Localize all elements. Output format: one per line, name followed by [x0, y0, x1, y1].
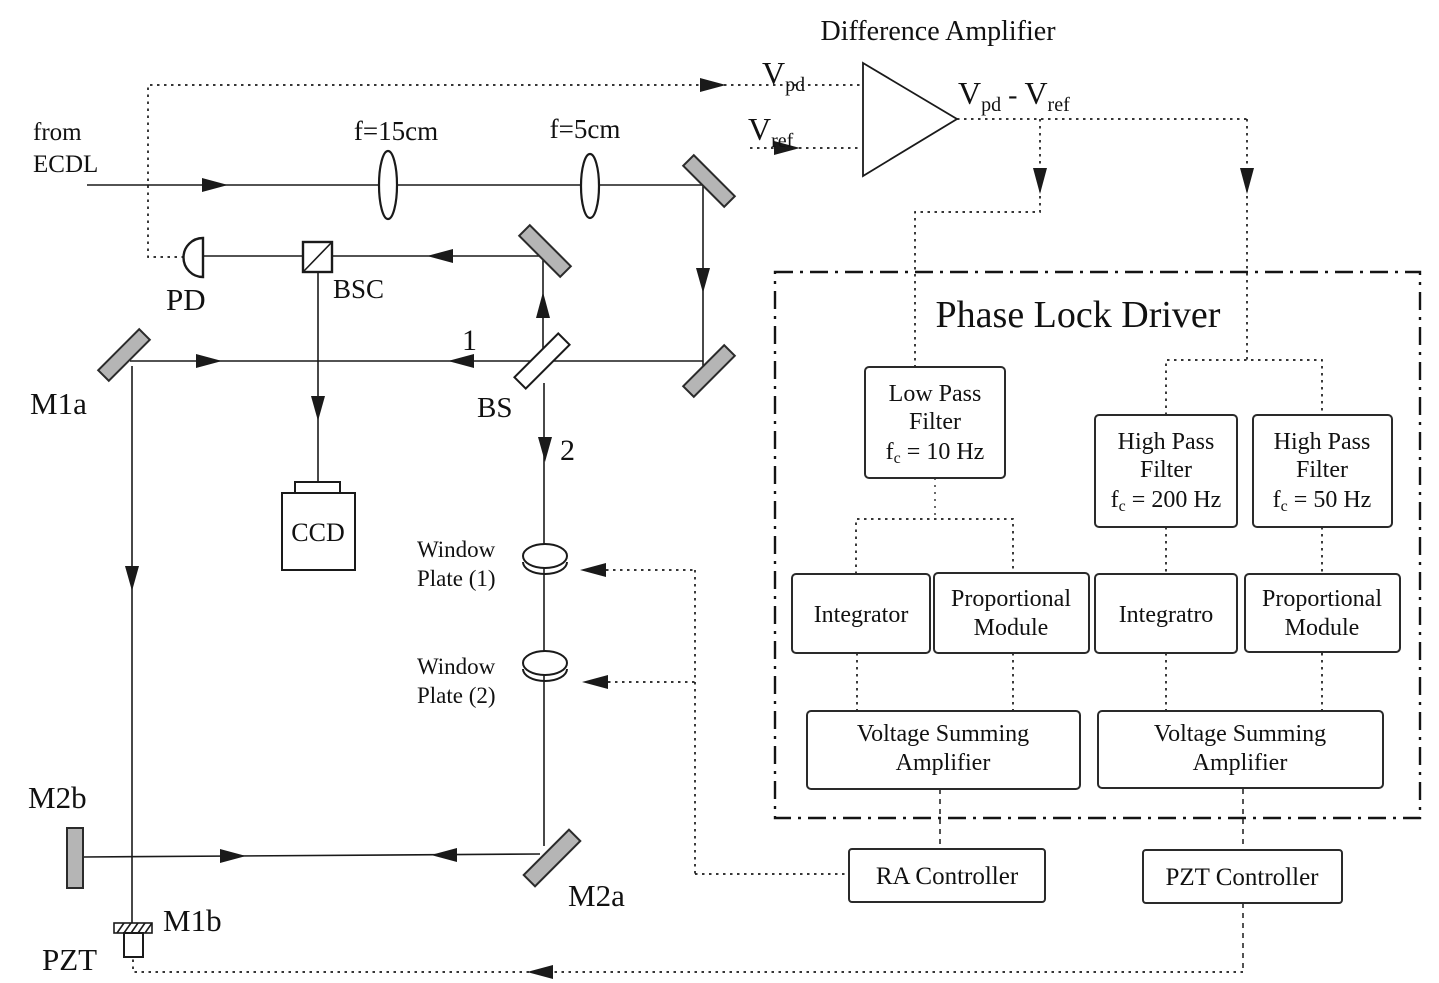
vsa2-label-line1: Voltage Summing — [1154, 721, 1326, 747]
beam-arrow — [538, 437, 552, 462]
ccd-label: CCD — [291, 518, 344, 547]
pd-label: PD — [166, 282, 206, 317]
mirror-m1b-icon — [113, 922, 153, 934]
beam-arrow — [202, 178, 228, 192]
vref-label: Vref — [748, 111, 794, 152]
signal-arrow — [527, 965, 553, 979]
window1-label-line1: Window — [417, 537, 496, 562]
amp-output-label: Vpd - Vref — [958, 75, 1070, 116]
vsa1-label-line2: Amplifier — [896, 750, 991, 776]
hpf200-label-line2: Filter — [1140, 457, 1192, 483]
beamsplitter-bs-icon — [513, 332, 571, 390]
beam-arrow — [427, 249, 453, 263]
integrator2-label: Integratro — [1119, 602, 1214, 628]
phase-lock-driver-box — [773, 270, 1422, 820]
bsc-label: BSC — [333, 274, 384, 304]
m2b-label: M2b — [28, 780, 87, 815]
proportional-module-2-box — [1244, 573, 1401, 653]
beam-arrow — [536, 292, 550, 318]
hpf50-label-line2: Filter — [1296, 457, 1348, 483]
lpf-label-line2: Filter — [909, 409, 961, 435]
hpf200-label-line3: fc = 200 Hz — [1111, 487, 1222, 515]
high-pass-filter-50-box — [1252, 414, 1393, 528]
pzt-actuator-icon — [123, 932, 144, 958]
mirror-bottom-right-icon — [681, 343, 737, 399]
mirror-to-bsc-icon — [517, 223, 573, 279]
signal-arrow — [582, 675, 608, 689]
high-pass-filter-200-box — [1094, 414, 1238, 528]
proportional-module-1-box — [933, 572, 1090, 654]
beam-arrow — [125, 566, 139, 591]
signal-arrow — [580, 563, 606, 577]
hpf200-label-line1: High Pass — [1118, 429, 1215, 455]
m1a-label: M1a — [30, 386, 87, 421]
window-plate-1-icon — [522, 543, 568, 575]
mirror-m2b-icon — [66, 827, 84, 889]
window2-label-line2: Plate (2) — [417, 683, 496, 708]
vsa1-label-line1: Voltage Summing — [857, 721, 1029, 747]
vpd-label: Vpd — [762, 55, 805, 96]
pzt-controller-box — [1142, 849, 1343, 904]
integrator-box — [791, 573, 931, 654]
ra-controller-box — [848, 848, 1046, 903]
low-pass-filter-box — [864, 366, 1006, 479]
source-label-line1: from — [33, 119, 82, 146]
difference-amplifier-title: Difference Amplifier — [820, 16, 1056, 47]
lens-f5cm — [579, 152, 601, 220]
beamsplitter-cube-bsc-icon — [301, 240, 334, 274]
source-label-line2: ECDL — [33, 151, 98, 178]
signal-arrow — [1240, 168, 1254, 194]
beam-arrow — [311, 396, 325, 421]
vsa2-label-line2: Amplifier — [1193, 750, 1288, 776]
signal-arrow — [1033, 168, 1047, 194]
prop2-label-line1: Proportional — [1262, 586, 1382, 612]
photodiode-pd-icon — [182, 236, 205, 279]
beam-arrow — [220, 849, 246, 863]
m2a-label: M2a — [568, 878, 625, 913]
hpf50-label-line1: High Pass — [1274, 429, 1371, 455]
beam-arrow — [448, 354, 474, 368]
beam-lines — [82, 184, 704, 923]
window1-label-line2: Plate (1) — [417, 566, 496, 591]
voltage-summing-amp-1-box — [806, 710, 1081, 790]
mirror-m2a-icon — [522, 828, 582, 888]
beam2-label: 2 — [560, 434, 575, 467]
signal-lines — [132, 84, 1323, 973]
signal-arrow — [700, 78, 726, 92]
prop1-label-line1: Proportional — [951, 586, 1071, 612]
lens2-label: f=5cm — [550, 114, 621, 144]
signal-arrow — [774, 141, 800, 155]
pzt-controller-label: PZT Controller — [1165, 864, 1319, 891]
window2-label-line1: Window — [417, 654, 496, 679]
difference-amplifier-icon — [862, 61, 959, 178]
mirror-m1a-icon — [96, 327, 152, 383]
beam-arrow — [431, 848, 457, 862]
integrator1-label: Integrator — [814, 602, 909, 628]
hpf50-label-line3: fc = 50 Hz — [1273, 487, 1372, 515]
voltage-summing-amp-2-box — [1097, 710, 1384, 789]
mirror-top-right-icon — [681, 153, 737, 209]
window-plate-2-icon — [522, 650, 568, 682]
lpf-label-line3: fc = 10 Hz — [886, 439, 985, 467]
pzt-label: PZT — [42, 942, 97, 977]
m1b-label: M1b — [163, 903, 222, 938]
ra-controller-label: RA Controller — [876, 863, 1019, 890]
lens1-label: f=15cm — [354, 116, 438, 146]
lpf-label-line1: Low Pass — [889, 381, 982, 407]
prop1-label-line2: Module — [974, 615, 1049, 641]
integrator-2-box — [1094, 573, 1238, 654]
prop2-label-line2: Module — [1285, 615, 1360, 641]
bs-label: BS — [477, 392, 512, 424]
beam-arrow — [696, 268, 710, 293]
beam-arrow — [196, 354, 222, 368]
ccd-camera-icon — [281, 481, 356, 571]
beam1-label: 1 — [462, 324, 477, 357]
lens-f15cm — [377, 149, 399, 221]
phase-lock-driver-title: Phase Lock Driver — [936, 294, 1221, 336]
